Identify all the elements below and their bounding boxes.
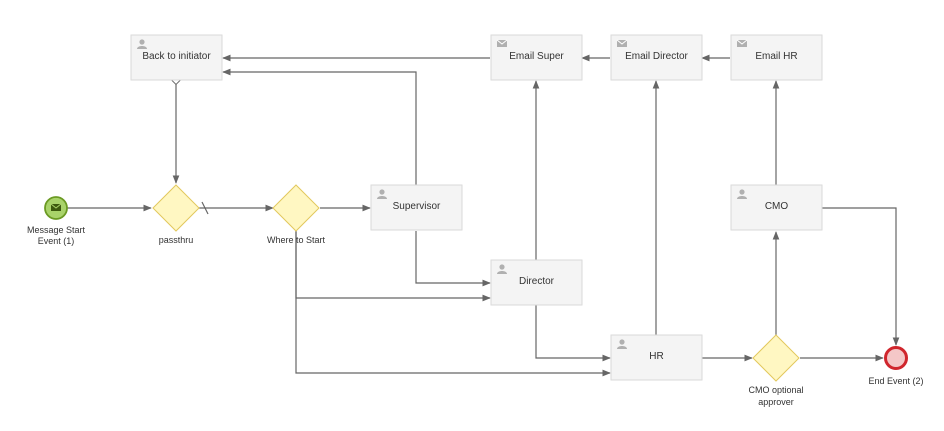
envelope-icon	[50, 203, 62, 211]
task-supervisor[interactable]: Supervisor	[370, 184, 463, 231]
envelope-icon	[616, 39, 628, 48]
task-email-super[interactable]: Email Super	[490, 34, 583, 81]
task-label: CMO	[765, 201, 789, 212]
default-flow-slash	[201, 201, 209, 215]
flow-where-to-start-to-director[interactable]	[295, 231, 491, 302]
end-event-circle	[884, 346, 908, 370]
task-back-to-initiator[interactable]: Back to initiator	[130, 34, 223, 81]
task-label: Email Director	[625, 51, 688, 62]
flow-supervisor-to-back-to-initiator[interactable]	[222, 68, 417, 185]
gateway-passthru-label: passthru	[159, 235, 194, 245]
envelope-icon	[496, 39, 508, 48]
task-box	[490, 259, 583, 306]
flow-supervisor-to-director[interactable]	[415, 231, 491, 287]
sequence-flows	[67, 54, 900, 377]
task-box	[370, 184, 463, 231]
task-email-director[interactable]: Email Director	[610, 34, 703, 81]
gateway-diamond	[752, 334, 800, 382]
task-box	[730, 184, 823, 231]
gateway-passthru[interactable]: passthru	[152, 184, 200, 245]
flow-director-to-hr[interactable]	[535, 305, 611, 362]
gateway-cmo-label-line1: CMO optional	[748, 385, 803, 395]
task-label: Director	[519, 276, 555, 287]
gateway-cmo-label-line2: approver	[758, 397, 794, 407]
gateway-cmo-optional-approver[interactable]: CMO optional approver	[748, 334, 804, 407]
task-cmo[interactable]: CMO	[730, 184, 823, 231]
task-box	[130, 34, 223, 81]
start-event-label-line1: Message Start	[27, 225, 86, 235]
end-event-label: End Event (2)	[868, 376, 923, 386]
task-label: Email Super	[509, 51, 564, 62]
gateway-where-to-start[interactable]: Where to Start	[267, 184, 326, 245]
task-label: Back to initiator	[142, 51, 211, 62]
task-label: Supervisor	[393, 201, 441, 212]
start-event-label-line2: Event (1)	[38, 236, 75, 246]
gateway-where-to-start-label: Where to Start	[267, 235, 326, 245]
task-label: Email HR	[755, 51, 797, 62]
task-label: HR	[649, 351, 663, 362]
task-director[interactable]: Director	[490, 259, 583, 306]
envelope-icon	[736, 39, 748, 48]
task-hr[interactable]: HR	[610, 334, 703, 381]
task-email-hr[interactable]: Email HR	[730, 34, 823, 81]
flow-cmo-to-end[interactable]	[822, 207, 900, 346]
start-event-ring	[44, 196, 68, 220]
gateway-diamond	[272, 184, 320, 232]
message-start-event[interactable]: Message Start Event (1)	[27, 196, 86, 246]
gateway-diamond	[152, 184, 200, 232]
flow-where-to-start-to-hr[interactable]	[295, 231, 611, 377]
task-box	[610, 334, 703, 381]
end-event[interactable]: End Event (2)	[868, 346, 924, 387]
